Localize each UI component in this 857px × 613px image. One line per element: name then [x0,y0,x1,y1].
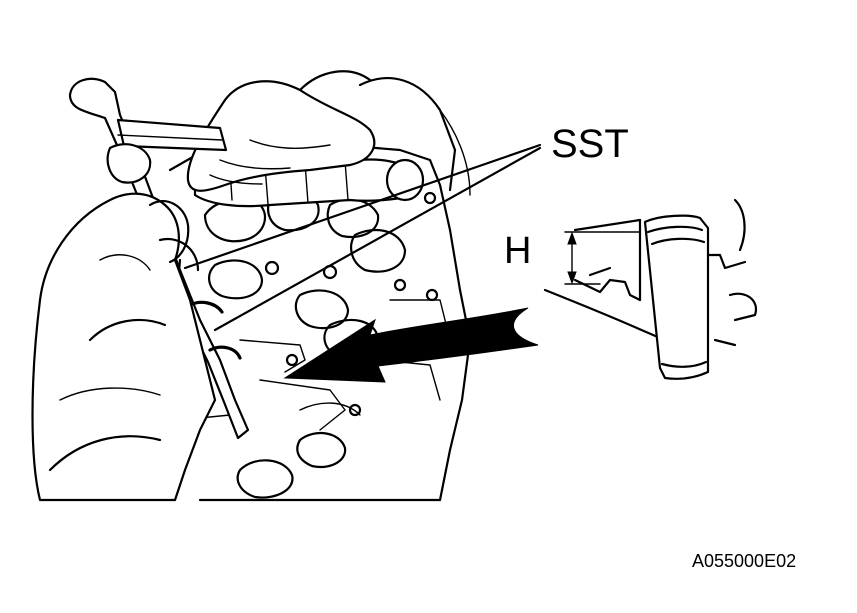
figure-code: A055000E02 [692,551,796,571]
sst-leader-lines [183,143,542,332]
valve-lifter-detail [643,214,710,380]
direction-arrow [283,307,539,383]
sst-tool [68,77,250,440]
left-hand [31,192,217,502]
height-label: H [504,230,531,272]
height-dimension [564,231,641,285]
head-bolt-holes [264,191,439,417]
detail-inset [543,198,758,347]
upper-hand [186,70,376,192]
sst-label: SST [551,122,629,166]
